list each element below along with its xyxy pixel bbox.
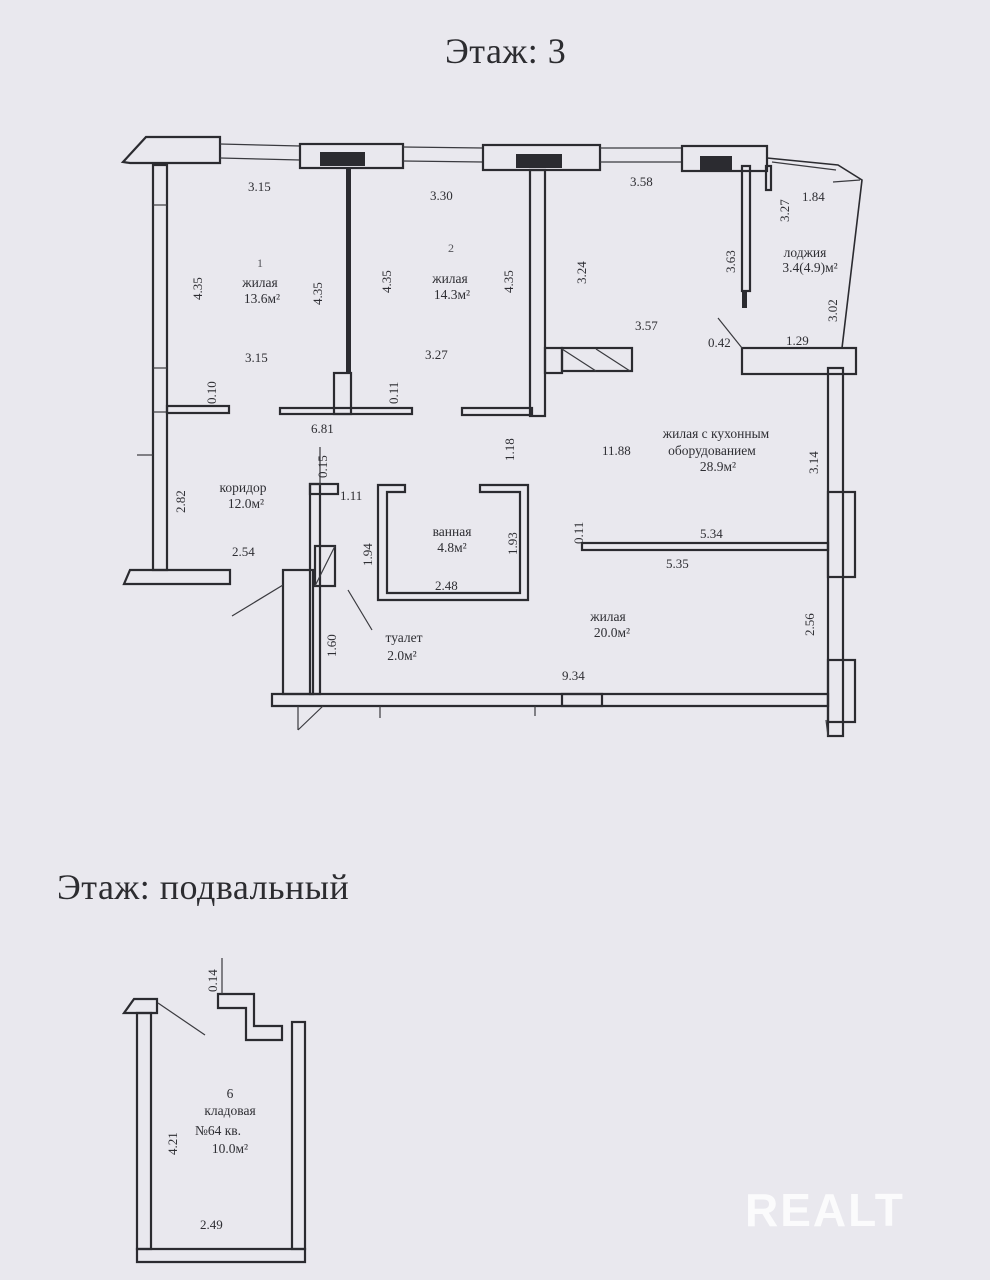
dim-label: 2.54 <box>232 544 255 559</box>
dim-label: 3.27 <box>777 199 792 222</box>
dim-label: 1.84 <box>802 189 825 204</box>
room-4-name: жилая <box>589 609 626 624</box>
corridor-name: коридор <box>220 480 267 495</box>
bathroom-name: ванная <box>433 524 472 539</box>
dim-label: 2.48 <box>435 578 458 593</box>
dim-label: 2.82 <box>173 490 188 513</box>
storage-number: 6 <box>227 1086 234 1101</box>
dim-label: 0.14 <box>205 969 220 992</box>
dim-label: 4.21 <box>165 1132 180 1155</box>
dim-label: 3.02 <box>825 299 840 322</box>
bathroom-area: 4.8м² <box>437 540 466 555</box>
dim-label: 0.10 <box>204 381 219 404</box>
basement-floor-title: Этаж: подвальный <box>57 867 350 907</box>
loggia-area: 3.4(4.9)м² <box>782 260 837 275</box>
floor-3-dimensions: 3.15 3.30 3.58 1.84 3.27 4.35 4.35 4.35 … <box>173 174 840 683</box>
floor-3-walls <box>120 135 863 738</box>
toilet-area: 2.0м² <box>387 648 416 663</box>
storage-area: 10.0м² <box>212 1141 248 1156</box>
dim-label: 0.42 <box>708 335 731 350</box>
room-2-area: 14.3м² <box>434 287 470 302</box>
dim-label: 3.14 <box>806 451 821 474</box>
dim-label: 3.63 <box>723 250 738 273</box>
dim-label: 0.11 <box>571 522 586 544</box>
dim-label: 0.15 <box>315 455 330 478</box>
room-2-number: 2 <box>448 241 454 255</box>
dim-label: 1.60 <box>324 634 339 657</box>
dim-label: 4.35 <box>310 282 325 305</box>
dim-label: 2.56 <box>802 613 817 636</box>
floor-3-room-labels: 1 жилая 13.6м² 2 жилая 14.3м² лоджия 3.4… <box>220 241 838 663</box>
dim-label: 1.93 <box>505 532 520 555</box>
basement-labels: 0.14 4.21 2.49 6 кладовая №64 кв. 10.0м² <box>165 969 256 1232</box>
dim-label: 4.35 <box>501 270 516 293</box>
dim-label: 1.94 <box>360 543 375 566</box>
dim-label: 3.27 <box>425 347 448 362</box>
dim-label: 3.57 <box>635 318 658 333</box>
dim-label: 4.35 <box>190 277 205 300</box>
dim-label: 11.88 <box>602 443 631 458</box>
room-3-name: жилая с кухонным <box>662 426 770 441</box>
dim-label: 3.30 <box>430 188 453 203</box>
dim-label: 3.15 <box>245 350 268 365</box>
room-2-name: жилая <box>431 271 468 286</box>
dim-label: 4.35 <box>379 270 394 293</box>
room-1-area: 13.6м² <box>244 291 280 306</box>
dim-label: 1.29 <box>786 333 809 348</box>
room-3-area: 28.9м² <box>700 459 736 474</box>
dim-label: 3.15 <box>248 179 271 194</box>
dim-label: 5.34 <box>700 526 723 541</box>
dim-label: 1.11 <box>340 488 362 503</box>
dim-label: 5.35 <box>666 556 689 571</box>
dim-label: 3.58 <box>630 174 653 189</box>
corridor-area: 12.0м² <box>228 496 264 511</box>
storage-name: кладовая <box>204 1103 255 1118</box>
dim-label: 0.11 <box>386 382 401 404</box>
dim-label: 1.18 <box>502 438 517 461</box>
dim-label: 6.81 <box>311 421 334 436</box>
toilet-name: туалет <box>385 630 422 645</box>
dim-label: 3.24 <box>574 261 589 284</box>
storage-apartment: №64 кв. <box>195 1123 241 1138</box>
dim-label: 9.34 <box>562 668 585 683</box>
room-3-name-line2: оборудованием <box>668 443 756 458</box>
realt-watermark-logo: REALT <box>745 1184 905 1236</box>
floor-3-title: Этаж: 3 <box>445 31 567 71</box>
dim-label: 2.49 <box>200 1217 223 1232</box>
loggia-name: лоджия <box>784 245 827 260</box>
basement-walls <box>121 958 307 1264</box>
room-1-number: 1 <box>257 256 263 270</box>
room-4-area: 20.0м² <box>594 625 630 640</box>
room-1-name: жилая <box>241 275 278 290</box>
